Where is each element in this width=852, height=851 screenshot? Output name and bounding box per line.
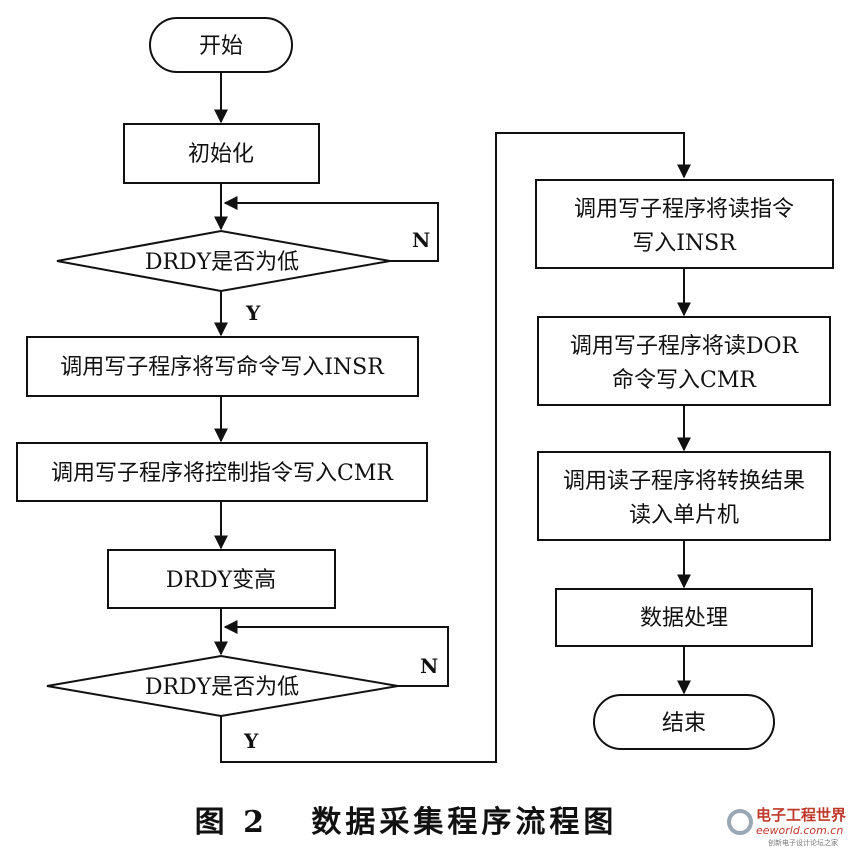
watermark-e-icon (727, 809, 753, 835)
start-label: 开始 (199, 34, 243, 59)
connector-to-right-column (220, 132, 691, 763)
decision2-label: DRDY是否为低 (145, 675, 299, 700)
drdy-high-box (107, 549, 336, 609)
drdy-high-label: DRDY变高 (166, 568, 276, 593)
loop1-n-path (223, 196, 439, 262)
read-cmd-label-2: 写入INSR (632, 231, 737, 256)
y2-label: Y (243, 729, 259, 753)
decision1-label: DRDY是否为低 (145, 250, 299, 275)
watermark-url: eeworld.com.cn (756, 824, 843, 837)
read-dor-box (537, 316, 831, 406)
init-box (123, 123, 320, 184)
figure-caption: 图 2 数据采集程序流程图 (195, 805, 618, 840)
read-dor-label-1: 调用写子程序将读DOR (570, 334, 800, 359)
n2-label: N (420, 654, 438, 678)
end-label: 结束 (662, 711, 706, 736)
init-label: 初始化 (188, 142, 254, 167)
read-cmd-box (535, 179, 834, 269)
y1-label: Y (245, 301, 261, 325)
write-ctrl-label: 调用写子程序将控制指令写入CMR (51, 461, 394, 486)
process-label: 数据处理 (640, 606, 728, 631)
read-result-box (537, 451, 831, 541)
read-cmd-label-1: 调用写子程序将读指令 (574, 197, 794, 222)
write-cmd-box (26, 336, 419, 397)
read-result-label-2: 读入单片机 (629, 503, 739, 528)
read-result-label-1: 调用读子程序将转换结果 (563, 469, 805, 494)
process-box (555, 588, 813, 647)
watermark-sub: 创新电子设计论坛之家 (768, 838, 838, 847)
end-terminator (593, 694, 775, 750)
watermark-logo: 电子工程世界 eeworld.com.cn 创新电子设计论坛之家 (727, 806, 846, 847)
n1-label: N (412, 228, 430, 252)
watermark-main: 电子工程世界 (756, 806, 846, 824)
read-dor-label-2: 命令写入CMR (612, 368, 757, 393)
write-cmd-label: 调用写子程序将写命令写入INSR (60, 355, 385, 380)
loop2-n-path (223, 620, 449, 687)
